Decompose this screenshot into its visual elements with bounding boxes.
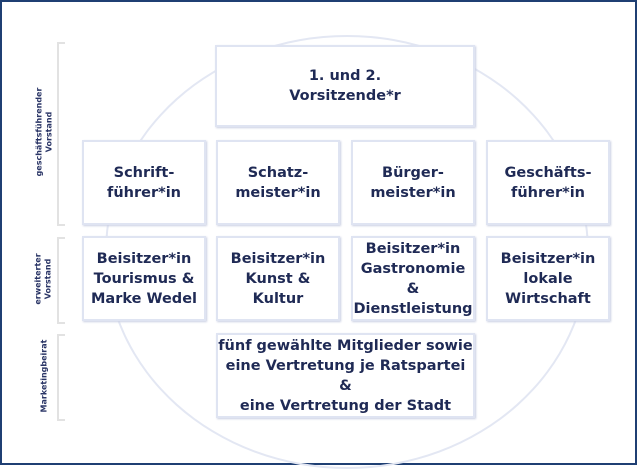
assessor-box-gastronomy: Beisitzer*in Gastronomie & Dienstleistun… [351, 236, 475, 321]
assessor-box-economy: Beisitzer*in lokale Wirtschaft [486, 236, 610, 321]
executive-board-bracket [57, 42, 65, 226]
assessor-box-culture: Beisitzer*in Kunst & Kultur [216, 236, 340, 321]
role-box-manager: Geschäfts- führer*in [486, 140, 610, 225]
executive-board-label: geschäftsführender Vorstand [34, 87, 54, 177]
role-box-secretary: Schrift- führer*in [82, 140, 206, 225]
marketing-council-label: Marketingbeirat [39, 339, 49, 412]
chair-box: 1. und 2. Vorsitzende*r [215, 45, 475, 127]
role-box-mayor: Bürger- meister*in [351, 140, 475, 225]
extended-board-bracket [57, 237, 65, 324]
role-box-treasurer: Schatz- meister*in [216, 140, 340, 225]
extended-board-label: erweiterter Vorstand [33, 252, 53, 305]
marketing-council-box: fünf gewählte Mitglieder sowie eine Vert… [216, 333, 475, 418]
assessor-box-tourism: Beisitzer*in Tourismus & Marke Wedel [82, 236, 206, 321]
marketing-council-bracket [57, 334, 65, 421]
